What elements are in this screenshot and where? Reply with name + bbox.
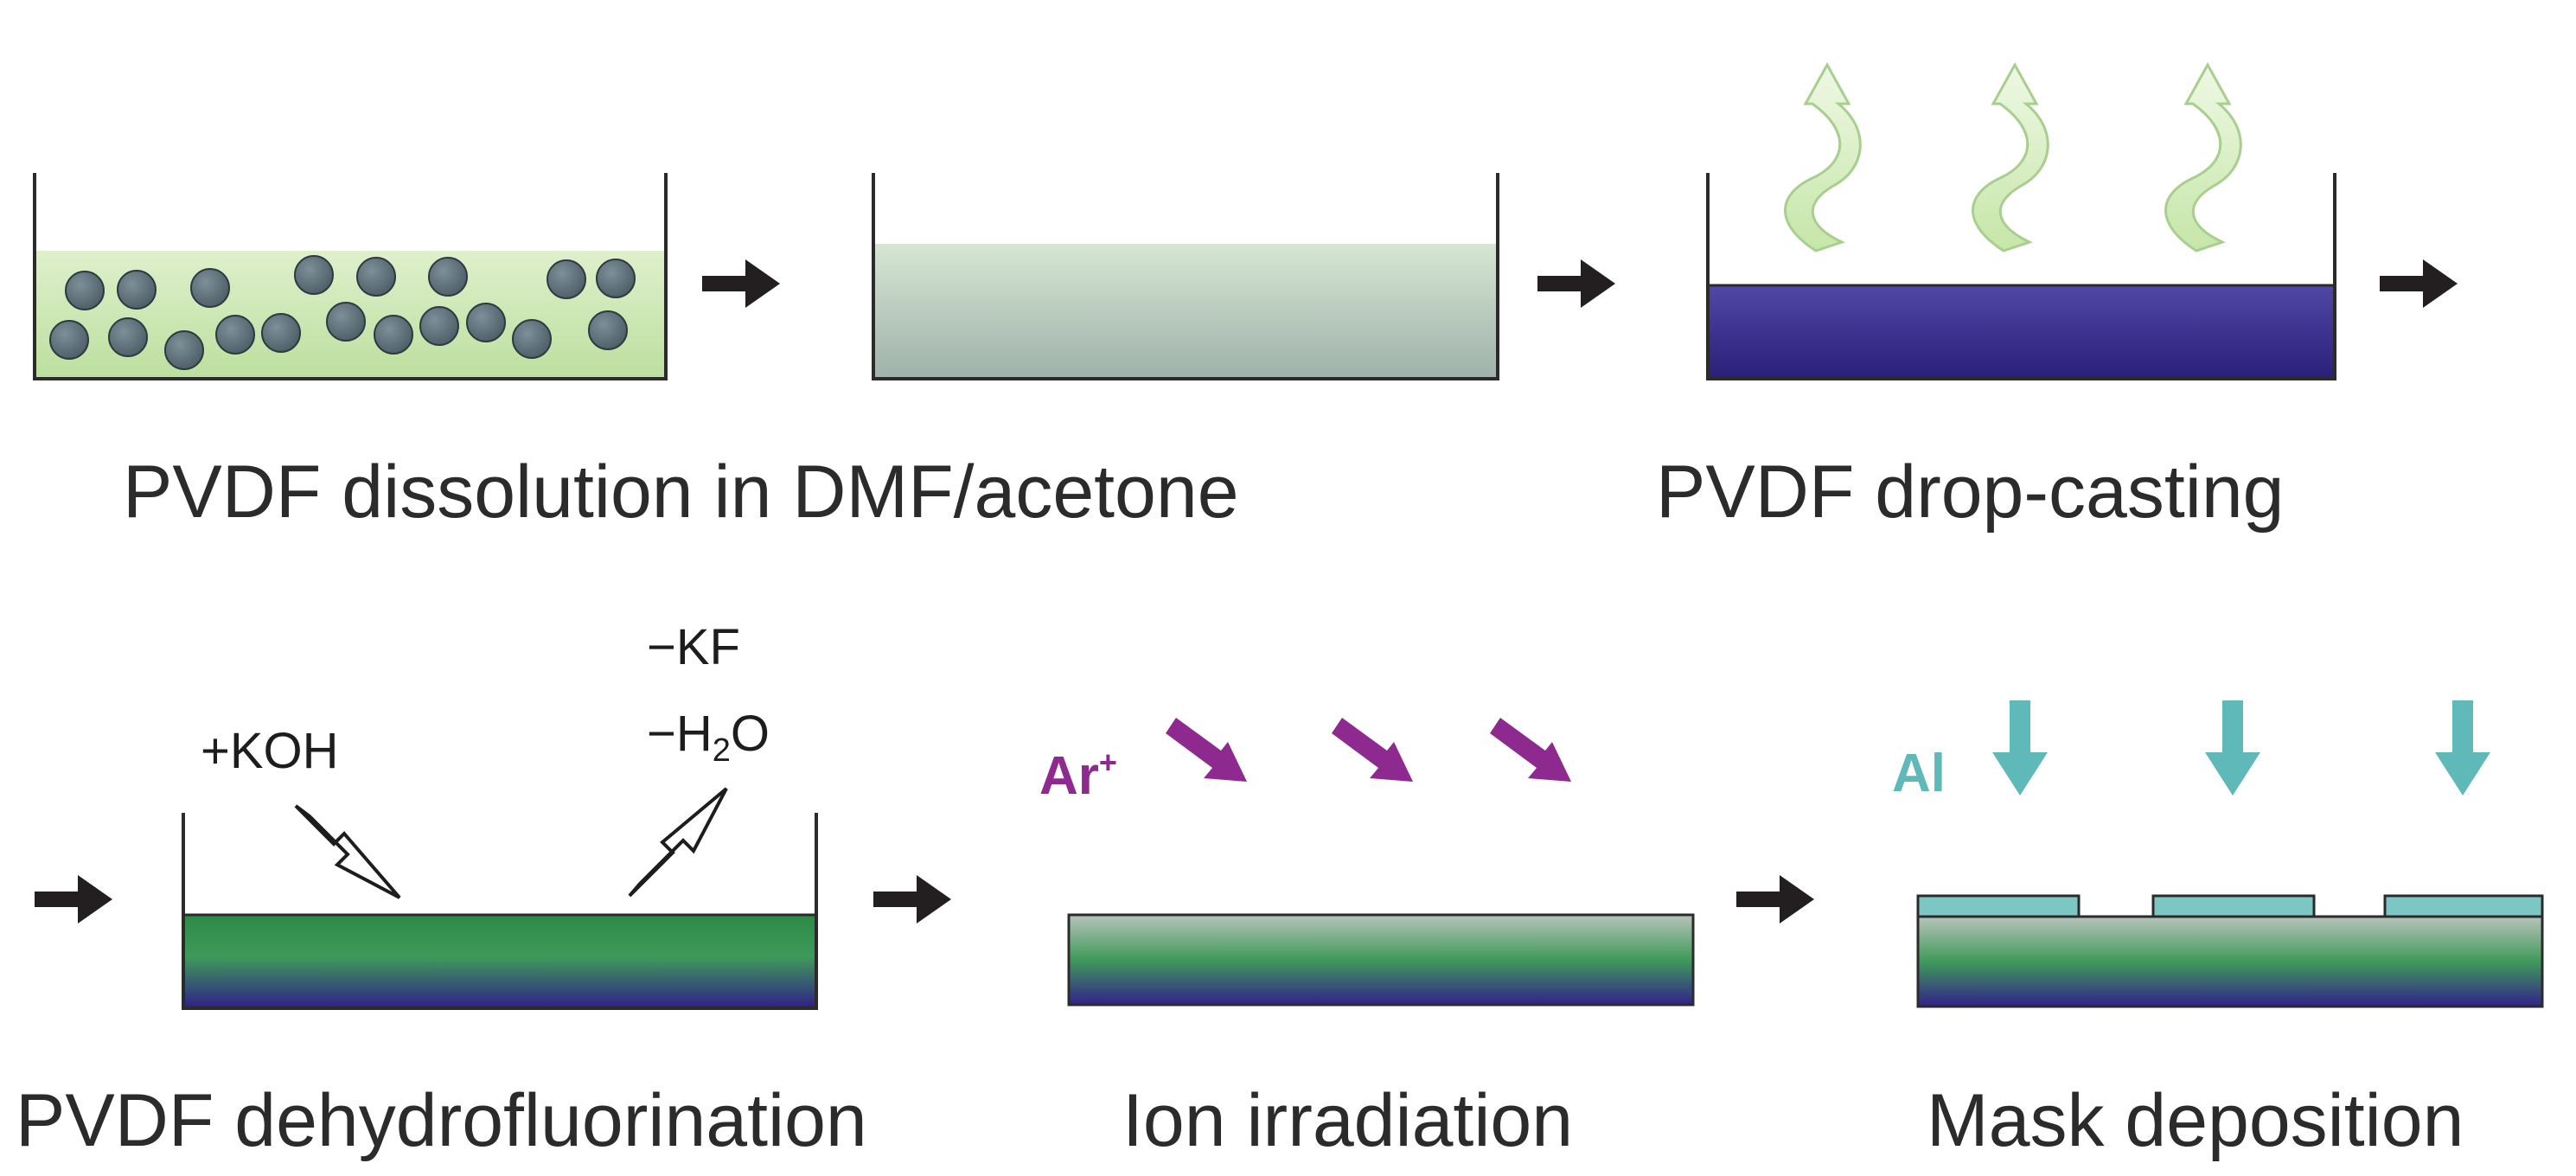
wavy-up-arrow-icon [1783,63,1862,252]
solvent-evaporation [1783,63,2242,252]
irradiated-film [1067,913,1695,1007]
pvdf-particle [588,310,628,350]
hollow-down-right-arrow-icon [294,804,401,899]
pvdf-particles [49,255,636,370]
caption-dissolution: PVDF dissolution in DMF/acetone [123,451,1239,534]
pvdf-particle [356,257,396,297]
pvdf-particle [164,330,204,370]
pvdf-particle [65,271,105,310]
pvdf-particle [190,268,230,308]
down-arrow-icon [1992,700,2048,796]
reagent-koh-label: +KOH [201,723,339,779]
down-right-arrow-icon [1166,718,1247,782]
aluminum-electrode [2383,894,2544,918]
casting-container [1706,173,2336,380]
pvdf-particle [374,315,413,355]
pvdf-particle [326,302,366,342]
dehydrofluorination-container [182,813,818,1010]
pvdf-particle [596,259,636,298]
pvdf-particle [49,320,89,360]
cast-pvdf-film [1708,285,2335,379]
down-right-arrow-icon [1332,718,1413,782]
solution-container [872,173,1499,380]
down-right-arrow-icon [1490,718,1571,782]
dissolution-vessel [33,173,668,380]
byproduct-water-label: −H2O [647,706,770,769]
right-arrow-icon [702,259,780,308]
wavy-up-arrow-icon [2164,63,2242,252]
pvdf-particle [215,315,255,355]
aluminum-electrode [1916,894,2081,918]
caption-dehydrofluorination: PVDF dehydrofluorination [16,1079,867,1162]
dehydrofluorinated-film [183,915,816,1008]
right-arrow-icon [2380,259,2458,308]
down-arrow-icon [2435,700,2490,796]
dissolution-container [33,173,668,380]
pvdf-particle [466,303,506,342]
byproduct-kf-label: −KF [647,619,740,675]
dehydrofluorination-vessel [182,813,818,1010]
aluminum-label: Al [1892,744,1946,803]
pvdf-particle [547,259,586,299]
pvdf-particle [117,270,157,310]
argon-ion-flux [1166,718,1571,782]
caption-ion-irradiation: Ion irradiation [1122,1079,1573,1162]
pvdf-film-slab [1916,915,2544,1008]
aluminum-electrode [2151,894,2316,918]
right-arrow-icon [1537,259,1615,308]
pvdf-film-slab [1067,913,1695,1007]
pvdf-particle [512,319,552,359]
pvdf-particle [428,257,468,297]
pvdf-particle [261,313,301,353]
wavy-up-arrow-icon [1971,63,2049,252]
pvdf-particle [108,317,148,357]
casting-vessel [1706,173,2336,380]
hollow-up-right-arrow-icon [628,787,728,898]
caption-drop-casting: PVDF drop-casting [1656,451,2285,534]
caption-mask-deposition: Mask deposition [1927,1079,2464,1162]
down-arrow-icon [2205,700,2260,796]
pvdf-particle [294,255,334,295]
solution-vessel [872,173,1499,380]
aluminum-flux [1992,700,2490,796]
right-arrow-icon [35,875,112,924]
right-arrow-icon [1736,875,1814,924]
pvdf-solution [873,244,1498,379]
masked-film [1916,894,2544,1008]
argon-ion-label: Ar+ [1039,745,1117,806]
pvdf-particle [419,306,459,346]
right-arrow-icon [873,875,951,924]
